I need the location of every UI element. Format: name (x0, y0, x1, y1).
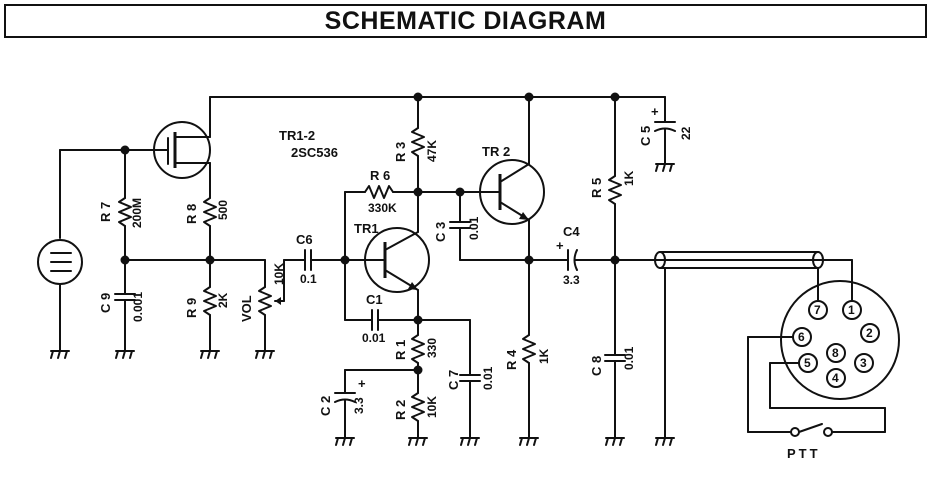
r4-label: R 4 (504, 349, 519, 370)
resistor-r3: R 3 47K (393, 96, 439, 233)
tr1-label: TR1 (354, 221, 379, 236)
pin-2: 2 (866, 326, 873, 340)
pin-5: 5 (804, 356, 811, 370)
r8-value: 500 (216, 200, 230, 220)
c5-label: C 5 (638, 126, 653, 146)
c1-label: C1 (366, 292, 383, 307)
supply-rail (209, 96, 666, 126)
c9-value: 0.001 (131, 292, 145, 322)
c4-plus: + (556, 238, 564, 253)
capacitor-c8: C 8 0.01 (589, 259, 636, 446)
c6-value: 0.1 (300, 272, 317, 286)
c6-label: C6 (296, 232, 313, 247)
r8-label: R 8 (184, 204, 199, 224)
capacitor-c6: C6 0.1 (283, 232, 346, 286)
resistor-r8: R 8 500 (184, 162, 230, 261)
c7-value: 0.01 (481, 366, 495, 390)
ptt-switch: PTT (747, 336, 886, 461)
r7-value: 200M (130, 198, 144, 228)
pin-3: 3 (860, 356, 867, 370)
r6-label: R 6 (370, 168, 390, 183)
pin-1: 1 (848, 303, 855, 317)
r5-label: R 5 (589, 178, 604, 198)
pin-6: 6 (798, 330, 805, 344)
title-box: SCHEMATIC DIAGRAM (4, 4, 927, 38)
capacitor-c3: C 3 0.01 (433, 191, 530, 261)
c5-plus: + (651, 104, 659, 119)
resistor-r5: R 5 1K (589, 96, 636, 261)
r2-label: R 2 (393, 400, 408, 420)
microphone-element (37, 149, 126, 359)
c8-label: C 8 (589, 356, 604, 376)
resistor-r4: R 4 1K (504, 259, 551, 446)
transistor-tr1: TR1 (344, 221, 430, 293)
r1-label: R 1 (393, 340, 408, 360)
capacitor-c5: + C 5 22 (638, 96, 693, 172)
ptt-label: PTT (787, 446, 821, 461)
r7-label: R 7 (98, 202, 113, 222)
c4-label: C4 (563, 224, 580, 239)
c2-plus: + (358, 376, 366, 391)
vol-label: VOL (239, 295, 254, 322)
capacitor-c2: + C 2 3.3 (318, 369, 366, 446)
r3-value: 47K (425, 140, 439, 162)
r9-value: 2K (216, 292, 230, 308)
c3-label: C 3 (433, 222, 448, 242)
resistor-r2: R 2 10K (393, 369, 439, 446)
c5-value: 22 (679, 126, 693, 140)
tr-note-line2: 2SC536 (291, 145, 338, 160)
vol-value: 10K (272, 263, 286, 285)
tr2-label: TR 2 (482, 144, 510, 159)
capacitor-c9: C 9 0.001 (98, 259, 145, 359)
r9-label: R 9 (184, 298, 199, 318)
r4-value: 1K (537, 348, 551, 364)
c9-label: C 9 (98, 293, 113, 313)
junction-dots (120, 92, 620, 375)
r1-value: 330 (425, 338, 439, 358)
c7-label: C 7 (446, 370, 461, 390)
volume-potentiometer: VOL 10K (239, 259, 286, 359)
pin-8: 8 (832, 346, 839, 360)
transistor-note: TR1-2 2SC536 (279, 128, 338, 160)
resistor-r6: R 6 330K (364, 168, 419, 215)
pin-7: 7 (814, 303, 821, 317)
mic-connector: 7 1 6 8 2 5 3 4 (780, 280, 900, 400)
pin-4: 4 (832, 371, 839, 385)
c1-value: 0.01 (362, 331, 386, 345)
c8-value: 0.01 (622, 346, 636, 370)
r2-value: 10K (425, 396, 439, 418)
capacitor-c1: C1 0.01 (344, 292, 419, 345)
c2-label: C 2 (318, 396, 333, 416)
page-title: SCHEMATIC DIAGRAM (324, 6, 607, 35)
c2-value: 3.3 (352, 397, 366, 414)
tr-note-line1: TR1-2 (279, 128, 315, 143)
fet-mic-symbol (124, 121, 211, 179)
c4-value: 3.3 (563, 273, 580, 287)
c3-value: 0.01 (467, 216, 481, 240)
r3-label: R 3 (393, 142, 408, 162)
resistor-r7: R 7 200M (98, 149, 144, 261)
capacitor-c4: + C4 3.3 (528, 224, 616, 287)
transistor-tr2: TR 2 (459, 96, 545, 261)
resistor-r1: R 1 330 (393, 289, 439, 371)
resistor-r9: R 9 2K (184, 259, 230, 359)
capacitor-c7: C 7 0.01 (417, 319, 495, 446)
shielded-cable (614, 251, 853, 446)
r5-value: 1K (622, 170, 636, 186)
r6-value: 330K (368, 201, 397, 215)
